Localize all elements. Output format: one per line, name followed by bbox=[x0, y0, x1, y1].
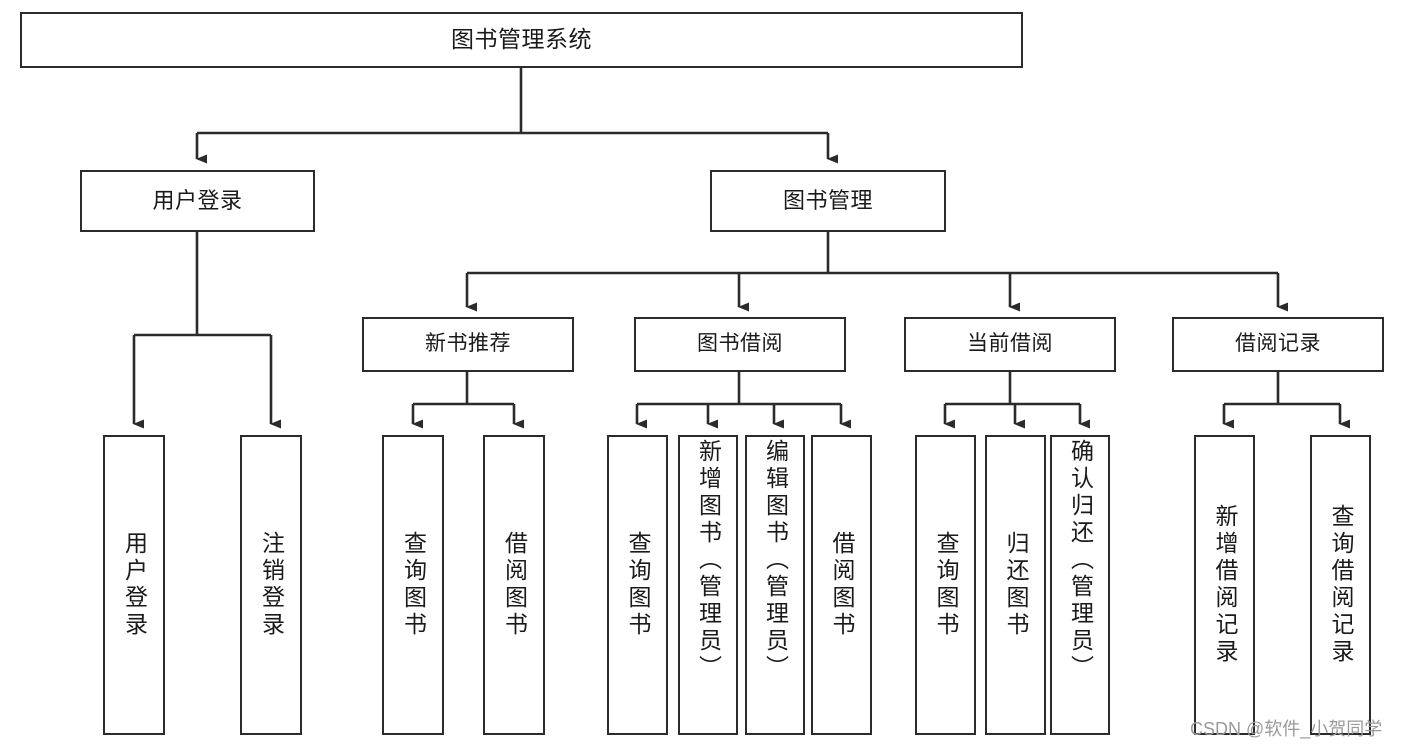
node-label: 归还图书 bbox=[1003, 531, 1029, 639]
node-user-login[interactable]: 用户登录 bbox=[80, 170, 315, 232]
node-label: 用户登录 bbox=[121, 531, 148, 639]
leaf-borrow-books-recommendation[interactable]: 借阅图书 bbox=[483, 435, 545, 735]
edges-root-to-level1 bbox=[195, 68, 838, 164]
leaf-logout[interactable]: 注销登录 bbox=[240, 435, 302, 735]
node-label: 编辑图书（管理员） bbox=[762, 439, 789, 682]
leaf-borrow-books-borrowing[interactable]: 借阅图书 bbox=[811, 435, 872, 735]
node-label: 当前借阅 bbox=[967, 332, 1053, 356]
node-book-management[interactable]: 图书管理 bbox=[710, 170, 946, 232]
node-new-book-recommendation[interactable]: 新书推荐 bbox=[362, 317, 574, 372]
csdn-watermark: CSDN @软件_小贺同学 bbox=[1190, 719, 1383, 739]
node-label: 图书管理系统 bbox=[451, 26, 592, 53]
node-label: 用户登录 bbox=[152, 188, 243, 214]
node-book-borrowing[interactable]: 图书借阅 bbox=[634, 317, 846, 372]
edges-book-mgmt-to-level2 bbox=[465, 232, 1288, 312]
node-label: 新书推荐 bbox=[425, 332, 511, 356]
leaf-add-book-admin[interactable]: 新增图书（管理员） bbox=[678, 435, 738, 735]
edges-book-borrow-to-leaves bbox=[635, 372, 851, 429]
node-label: 查询图书 bbox=[625, 531, 651, 639]
node-label: 图书借阅 bbox=[697, 332, 783, 356]
leaf-query-books-recommendation[interactable]: 查询图书 bbox=[382, 435, 444, 735]
edges-user-login-to-leaves bbox=[132, 232, 281, 429]
node-current-borrowing[interactable]: 当前借阅 bbox=[904, 317, 1116, 372]
leaf-query-books-current[interactable]: 查询图书 bbox=[915, 435, 976, 735]
node-label: 新增借阅记录 bbox=[1212, 504, 1238, 666]
node-label: 图书管理 bbox=[782, 188, 873, 214]
node-borrowing-record[interactable]: 借阅记录 bbox=[1172, 317, 1384, 372]
node-book-management-system[interactable]: 图书管理系统 bbox=[20, 12, 1023, 68]
node-label: 查询借阅记录 bbox=[1328, 504, 1354, 666]
leaf-query-books-borrowing[interactable]: 查询图书 bbox=[607, 435, 668, 735]
edges-new-book-to-leaves bbox=[411, 372, 524, 429]
node-label: 注销登录 bbox=[258, 531, 285, 639]
node-label: 借阅记录 bbox=[1235, 332, 1321, 356]
leaf-query-borrowing-record[interactable]: 查询借阅记录 bbox=[1310, 435, 1371, 735]
edges-borrow-record-to-leaves bbox=[1222, 372, 1350, 429]
leaf-add-borrowing-record[interactable]: 新增借阅记录 bbox=[1194, 435, 1255, 735]
node-label: 借阅图书 bbox=[501, 531, 528, 639]
node-label: 借阅图书 bbox=[829, 531, 855, 639]
leaf-user-login[interactable]: 用户登录 bbox=[103, 435, 165, 735]
leaf-edit-book-admin[interactable]: 编辑图书（管理员） bbox=[745, 435, 805, 735]
node-label: 确认归还（管理员） bbox=[1067, 439, 1094, 682]
edges-current-borrow-to-leaves bbox=[943, 372, 1090, 429]
node-label: 新增图书（管理员） bbox=[695, 439, 722, 682]
node-label: 查询图书 bbox=[400, 531, 427, 639]
node-label: 查询图书 bbox=[933, 531, 959, 639]
leaf-return-books[interactable]: 归还图书 bbox=[985, 435, 1046, 735]
leaf-confirm-return-admin[interactable]: 确认归还（管理员） bbox=[1050, 435, 1110, 735]
